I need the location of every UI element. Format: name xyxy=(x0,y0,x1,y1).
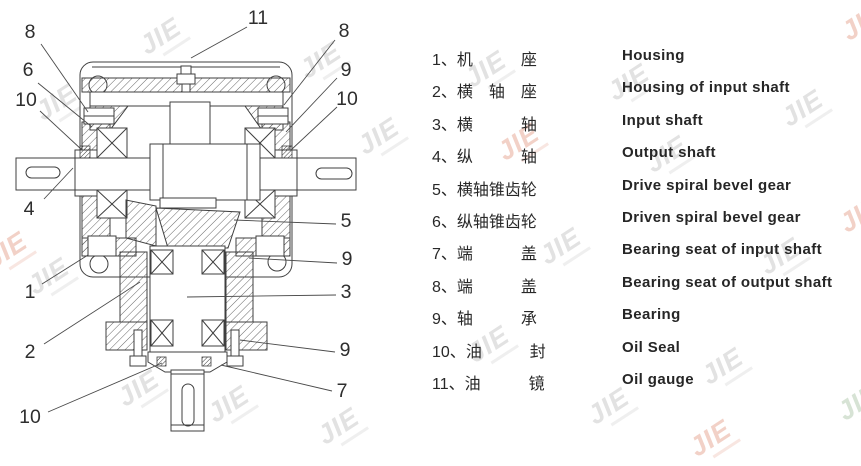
part-number: 7、 xyxy=(432,246,457,264)
part-number: 8、 xyxy=(432,278,457,296)
callout-label: 10 xyxy=(19,406,41,428)
part-name-en: Oil gauge xyxy=(622,370,694,388)
part-number: 2、 xyxy=(432,84,457,102)
callout-labels: 8 6 10 4 1 2 10 11 8 9 10 5 9 3 9 7 xyxy=(15,7,358,428)
part-number: 6、 xyxy=(432,213,457,231)
part-name-cn: 横轴 xyxy=(456,116,537,134)
callout-label: 4 xyxy=(24,198,35,220)
input-shaft-cylinder xyxy=(149,245,226,359)
driven-bevel-gear-hub xyxy=(149,101,261,201)
part-name-cn: 横轴锥齿轮 xyxy=(456,181,537,199)
parts-list-row: 9、轴承 Bearing xyxy=(432,305,860,328)
part-number: 1、 xyxy=(432,52,457,69)
part-number: 4、 xyxy=(432,149,457,167)
callout-label: 9 xyxy=(341,59,352,81)
bottom-end-cap xyxy=(147,351,228,373)
part-name-en: Driven spiral bevel gear xyxy=(622,208,801,226)
parts-list-row: 7、端盖 Bearing seat of input shaft xyxy=(432,240,860,263)
parts-list-row: 4、纵轴 Output shaft xyxy=(432,143,860,166)
leader-lines xyxy=(37,26,338,413)
parts-list-row: 6、纵轴锥齿轮 Driven spiral bevel gear xyxy=(432,208,860,231)
part-name-en: Output shaft xyxy=(622,144,716,162)
jie-watermark: JIE xyxy=(684,414,741,466)
parts-list-row: 1、机座 Housing xyxy=(432,46,860,69)
part-name-en: Oil Seal xyxy=(622,338,681,356)
part-name-cn: 纵轴锥齿轮 xyxy=(456,213,537,231)
jie-watermark: JIE xyxy=(836,0,861,50)
horizontal-shaft-oil-seals xyxy=(79,145,293,159)
callout-label: 1 xyxy=(25,281,36,303)
part-name-cn: 油封 xyxy=(465,343,546,361)
part-number: 9、 xyxy=(432,311,457,329)
input-shaft-housing xyxy=(105,251,268,367)
callout-label: 8 xyxy=(339,20,350,42)
callout-label: 3 xyxy=(341,281,352,303)
part-name-cn: 横轴座 xyxy=(456,84,537,102)
part-name-cn: 机座 xyxy=(456,52,537,69)
part-name-cn: 油镜 xyxy=(464,375,545,393)
callout-label: 10 xyxy=(15,89,37,111)
part-number: 11、 xyxy=(432,375,465,393)
callout-label: 11 xyxy=(248,7,268,29)
part-name-en: Bearing xyxy=(622,306,681,324)
callout-label: 10 xyxy=(336,88,358,110)
part-name-cn: 轴承 xyxy=(456,311,537,329)
callout-label: 5 xyxy=(341,210,352,232)
callout-label: 9 xyxy=(342,248,353,270)
callout-label: 8 xyxy=(25,21,36,43)
callout-label: 7 xyxy=(337,380,348,402)
part-name-en: Housing xyxy=(622,47,685,64)
output-shaft-bearing-seats xyxy=(83,107,289,125)
parts-list-row: 2、横轴座 Housing of input shaft xyxy=(432,78,860,101)
parts-list-row: 8、端盖 Bearing seat of output shaft xyxy=(432,273,860,296)
part-name-en: Drive spiral bevel gear xyxy=(622,176,792,194)
part-number: 3、 xyxy=(432,116,457,134)
callout-label: 2 xyxy=(25,341,36,363)
drive-bevel-gear xyxy=(125,197,241,249)
parts-list-row: 3、横轴 Input shaft xyxy=(432,111,860,134)
callout-label: 9 xyxy=(340,339,351,361)
parts-list-row: 5、横轴锥齿轮 Drive spiral bevel gear xyxy=(432,176,860,199)
callout-label: 6 xyxy=(23,59,34,81)
part-name-en: Housing of input shaft xyxy=(622,79,790,97)
parts-list-row: 11、油镜 Oil gauge xyxy=(432,370,860,393)
part-name-en: Bearing seat of input shaft xyxy=(622,241,822,259)
part-name-en: Input shaft xyxy=(622,111,704,129)
part-name-cn: 端盖 xyxy=(456,278,537,296)
oil-gauge xyxy=(176,65,196,93)
part-name-en: Bearing seat of output shaft xyxy=(622,273,833,291)
parts-list-row: 10、油封 Oil Seal xyxy=(432,338,860,361)
input-shaft-bottom-end xyxy=(170,369,205,432)
part-name-cn: 端盖 xyxy=(456,246,537,264)
part-number: 5、 xyxy=(432,181,457,199)
gearbox-cross-section-drawing: 8 6 10 4 1 2 10 11 8 9 10 5 9 3 9 7 xyxy=(15,7,358,432)
part-name-cn: 纵轴 xyxy=(456,149,537,167)
part-number: 10、 xyxy=(432,343,466,361)
